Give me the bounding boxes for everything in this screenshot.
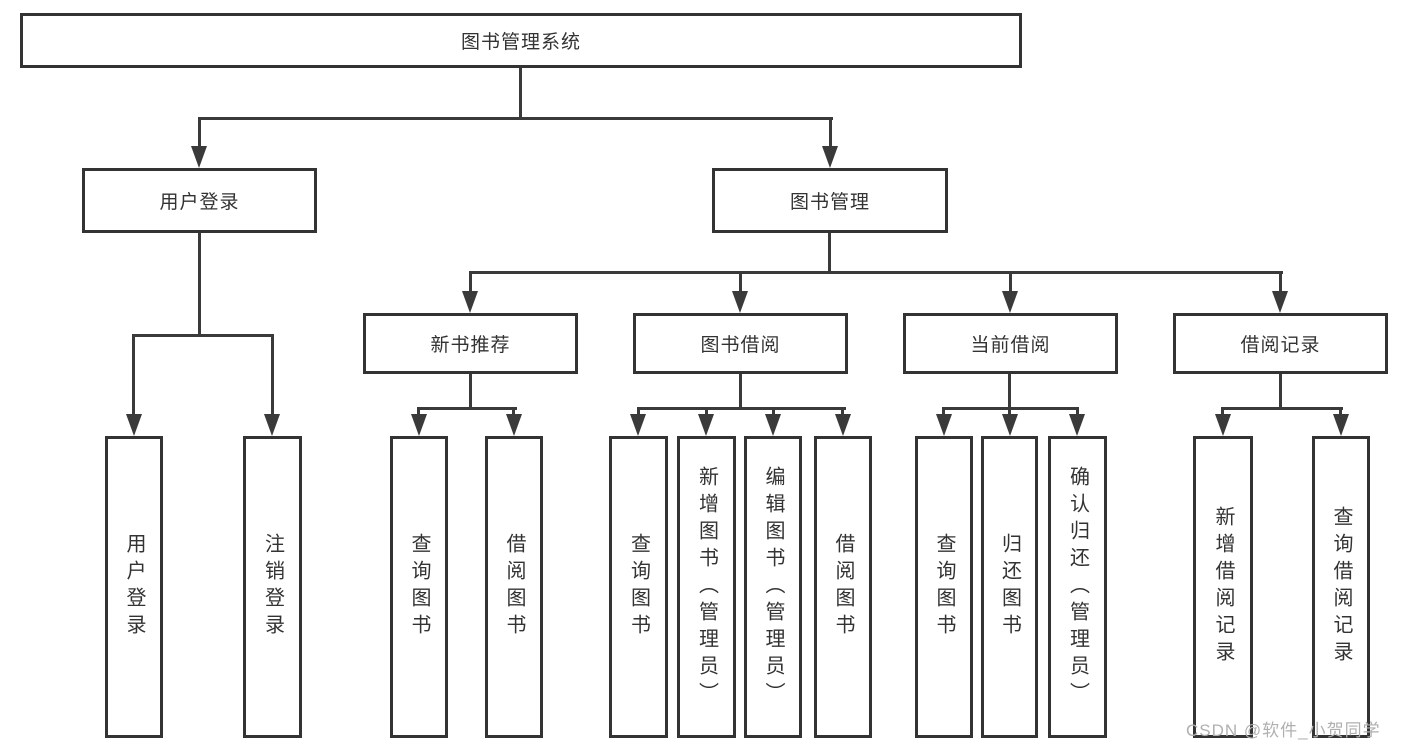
connector-segment	[469, 271, 472, 295]
connector-segment	[829, 117, 832, 150]
node-user-login-label: 用户登录	[159, 192, 240, 213]
connector-segment	[637, 407, 846, 410]
connector-segment	[1221, 407, 1224, 419]
connector-segment	[1279, 374, 1282, 410]
connector-segment	[519, 68, 522, 119]
connector-segment	[1221, 407, 1343, 410]
connector-segment	[705, 407, 708, 419]
leaf-label: 确认归还（管理员）	[1066, 465, 1089, 709]
connector-segment	[132, 334, 135, 416]
arrow-down-icon	[698, 414, 714, 436]
node-borrow-record-label: 借阅记录	[1240, 335, 1321, 356]
leaf-logout: 注销登录	[243, 436, 302, 738]
connector-segment	[739, 271, 742, 295]
arrow-down-icon	[264, 414, 280, 436]
connector-segment	[417, 407, 420, 419]
leaf-label: 查询图书	[627, 533, 650, 641]
node-borrow-record: 借阅记录	[1173, 313, 1388, 374]
connector-segment	[1009, 271, 1012, 295]
leaf-return-book: 归还图书	[981, 436, 1038, 738]
node-current-borrow-label: 当前借阅	[970, 335, 1051, 356]
leaf-borrow-book-1: 借阅图书	[485, 436, 543, 738]
arrow-down-icon	[1333, 414, 1349, 436]
leaf-label: 新增借阅记录	[1212, 506, 1234, 668]
arrow-down-icon	[732, 291, 748, 313]
arrow-down-icon	[1069, 414, 1085, 436]
node-new-book-recommend: 新书推荐	[363, 313, 578, 374]
node-current-borrow: 当前借阅	[903, 313, 1118, 374]
connector-segment	[198, 117, 201, 150]
connector-segment	[841, 407, 844, 419]
connector-segment	[637, 407, 640, 419]
connector-segment	[132, 334, 274, 337]
leaf-label: 归还图书	[998, 533, 1021, 641]
leaf-label: 借阅图书	[503, 533, 525, 641]
arrow-down-icon	[462, 291, 478, 313]
leaf-user-login: 用户登录	[105, 436, 163, 738]
leaf-query-book-3: 查询图书	[915, 436, 973, 738]
connector-segment	[469, 271, 1283, 274]
leaf-label: 用户登录	[123, 533, 145, 641]
arrow-down-icon	[1002, 414, 1018, 436]
arrow-down-icon	[1002, 291, 1018, 313]
node-root-label: 图书管理系统	[460, 32, 581, 53]
connector-segment	[417, 407, 517, 410]
leaf-label: 查询图书	[933, 533, 955, 641]
arrow-down-icon	[630, 414, 646, 436]
arrow-down-icon	[822, 146, 838, 168]
node-new-book-recommend-label: 新书推荐	[430, 335, 511, 356]
node-book-borrow-label: 图书借阅	[700, 335, 781, 356]
leaf-label: 查询借阅记录	[1330, 506, 1352, 668]
leaf-add-book-admin: 新增图书（管理员）	[677, 436, 736, 738]
connector-segment	[1339, 407, 1342, 419]
arrow-down-icon	[411, 414, 427, 436]
connector-segment	[198, 117, 833, 120]
node-book-borrow: 图书借阅	[633, 313, 848, 374]
arrow-down-icon	[1272, 291, 1288, 313]
arrow-down-icon	[765, 414, 781, 436]
connector-segment	[271, 334, 274, 416]
arrow-down-icon	[835, 414, 851, 436]
connector-segment	[512, 407, 515, 419]
leaf-label: 借阅图书	[832, 533, 854, 641]
leaf-edit-book-admin: 编辑图书（管理员）	[744, 436, 802, 738]
arrow-down-icon	[936, 414, 952, 436]
arrow-down-icon	[191, 146, 207, 168]
node-user-login: 用户登录	[82, 168, 317, 233]
connector-segment	[828, 233, 831, 274]
leaf-query-borrow-record: 查询借阅记录	[1312, 436, 1370, 738]
connector-segment	[469, 374, 472, 410]
connector-segment	[1279, 271, 1282, 295]
leaf-query-book-2: 查询图书	[609, 436, 668, 738]
leaf-label: 查询图书	[408, 533, 430, 641]
connector-segment	[942, 407, 945, 419]
leaf-query-book-1: 查询图书	[390, 436, 448, 738]
connector-segment	[739, 374, 742, 410]
arrow-down-icon	[1215, 414, 1231, 436]
csdn-watermark: CSDN @软件_小贺同学	[1186, 721, 1381, 740]
leaf-add-borrow-record: 新增借阅记录	[1193, 436, 1253, 738]
arrow-down-icon	[506, 414, 522, 436]
leaf-label: 新增图书（管理员）	[695, 465, 718, 709]
leaf-label: 编辑图书（管理员）	[762, 465, 784, 709]
node-book-management: 图书管理	[712, 168, 948, 233]
connector-segment	[772, 407, 775, 419]
arrow-down-icon	[126, 414, 142, 436]
leaf-borrow-book-2: 借阅图书	[814, 436, 872, 738]
node-root: 图书管理系统	[20, 13, 1022, 68]
leaf-label: 注销登录	[261, 533, 284, 641]
connector-segment	[198, 233, 201, 337]
leaf-confirm-return-admin: 确认归还（管理员）	[1048, 436, 1107, 738]
connector-segment	[1076, 407, 1079, 419]
connector-segment	[1008, 374, 1011, 410]
connector-segment	[1008, 407, 1011, 419]
node-book-management-label: 图书管理	[789, 192, 870, 213]
